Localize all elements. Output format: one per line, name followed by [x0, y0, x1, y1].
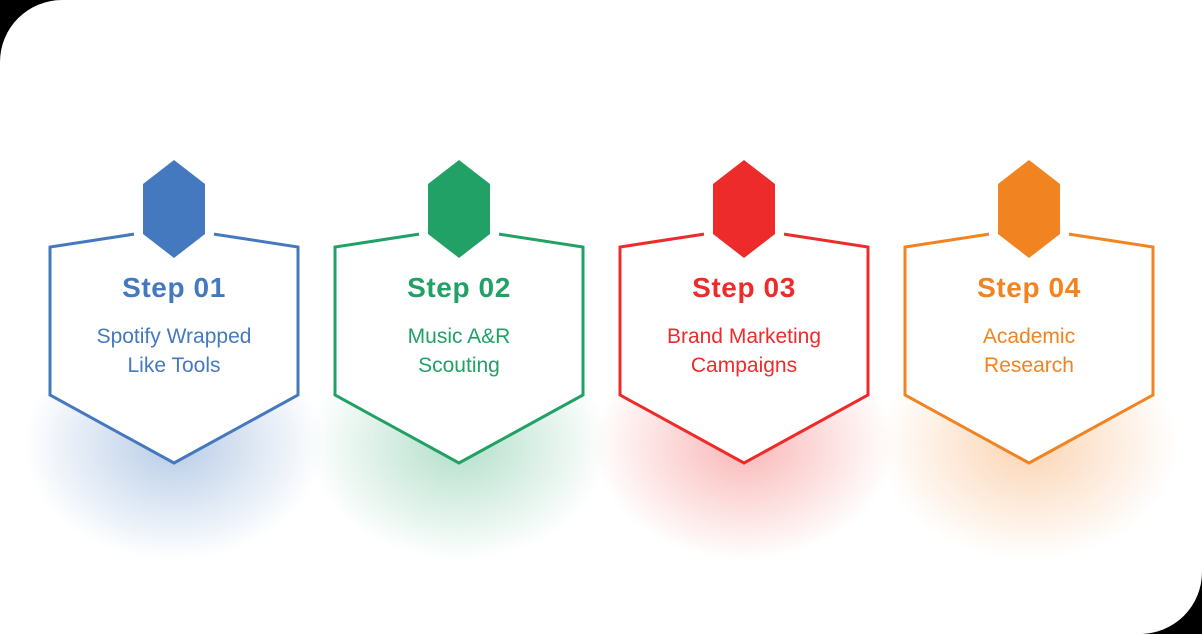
hexagon-badge-icon — [713, 160, 775, 258]
step-hexagon-body — [50, 228, 298, 463]
step-hexagon-graphic — [594, 160, 894, 560]
hexagon-badge-icon — [143, 160, 205, 258]
step-hexagon-graphic — [879, 160, 1179, 560]
hexagon-badge-icon — [428, 160, 490, 258]
step-hexagon-body — [620, 228, 868, 463]
step-hexagon-outline — [48, 232, 300, 465]
step-hexagon-outline — [618, 232, 870, 465]
hexagon-badge-icon — [998, 160, 1060, 258]
step-hexagon-body — [905, 228, 1153, 463]
step-hexagon-outline — [903, 232, 1155, 465]
step-hexagon-body — [335, 228, 583, 463]
step-hexagon-graphic — [309, 160, 609, 560]
step-hexagon-graphic — [24, 160, 324, 560]
step-hexagon-outline — [333, 232, 585, 465]
